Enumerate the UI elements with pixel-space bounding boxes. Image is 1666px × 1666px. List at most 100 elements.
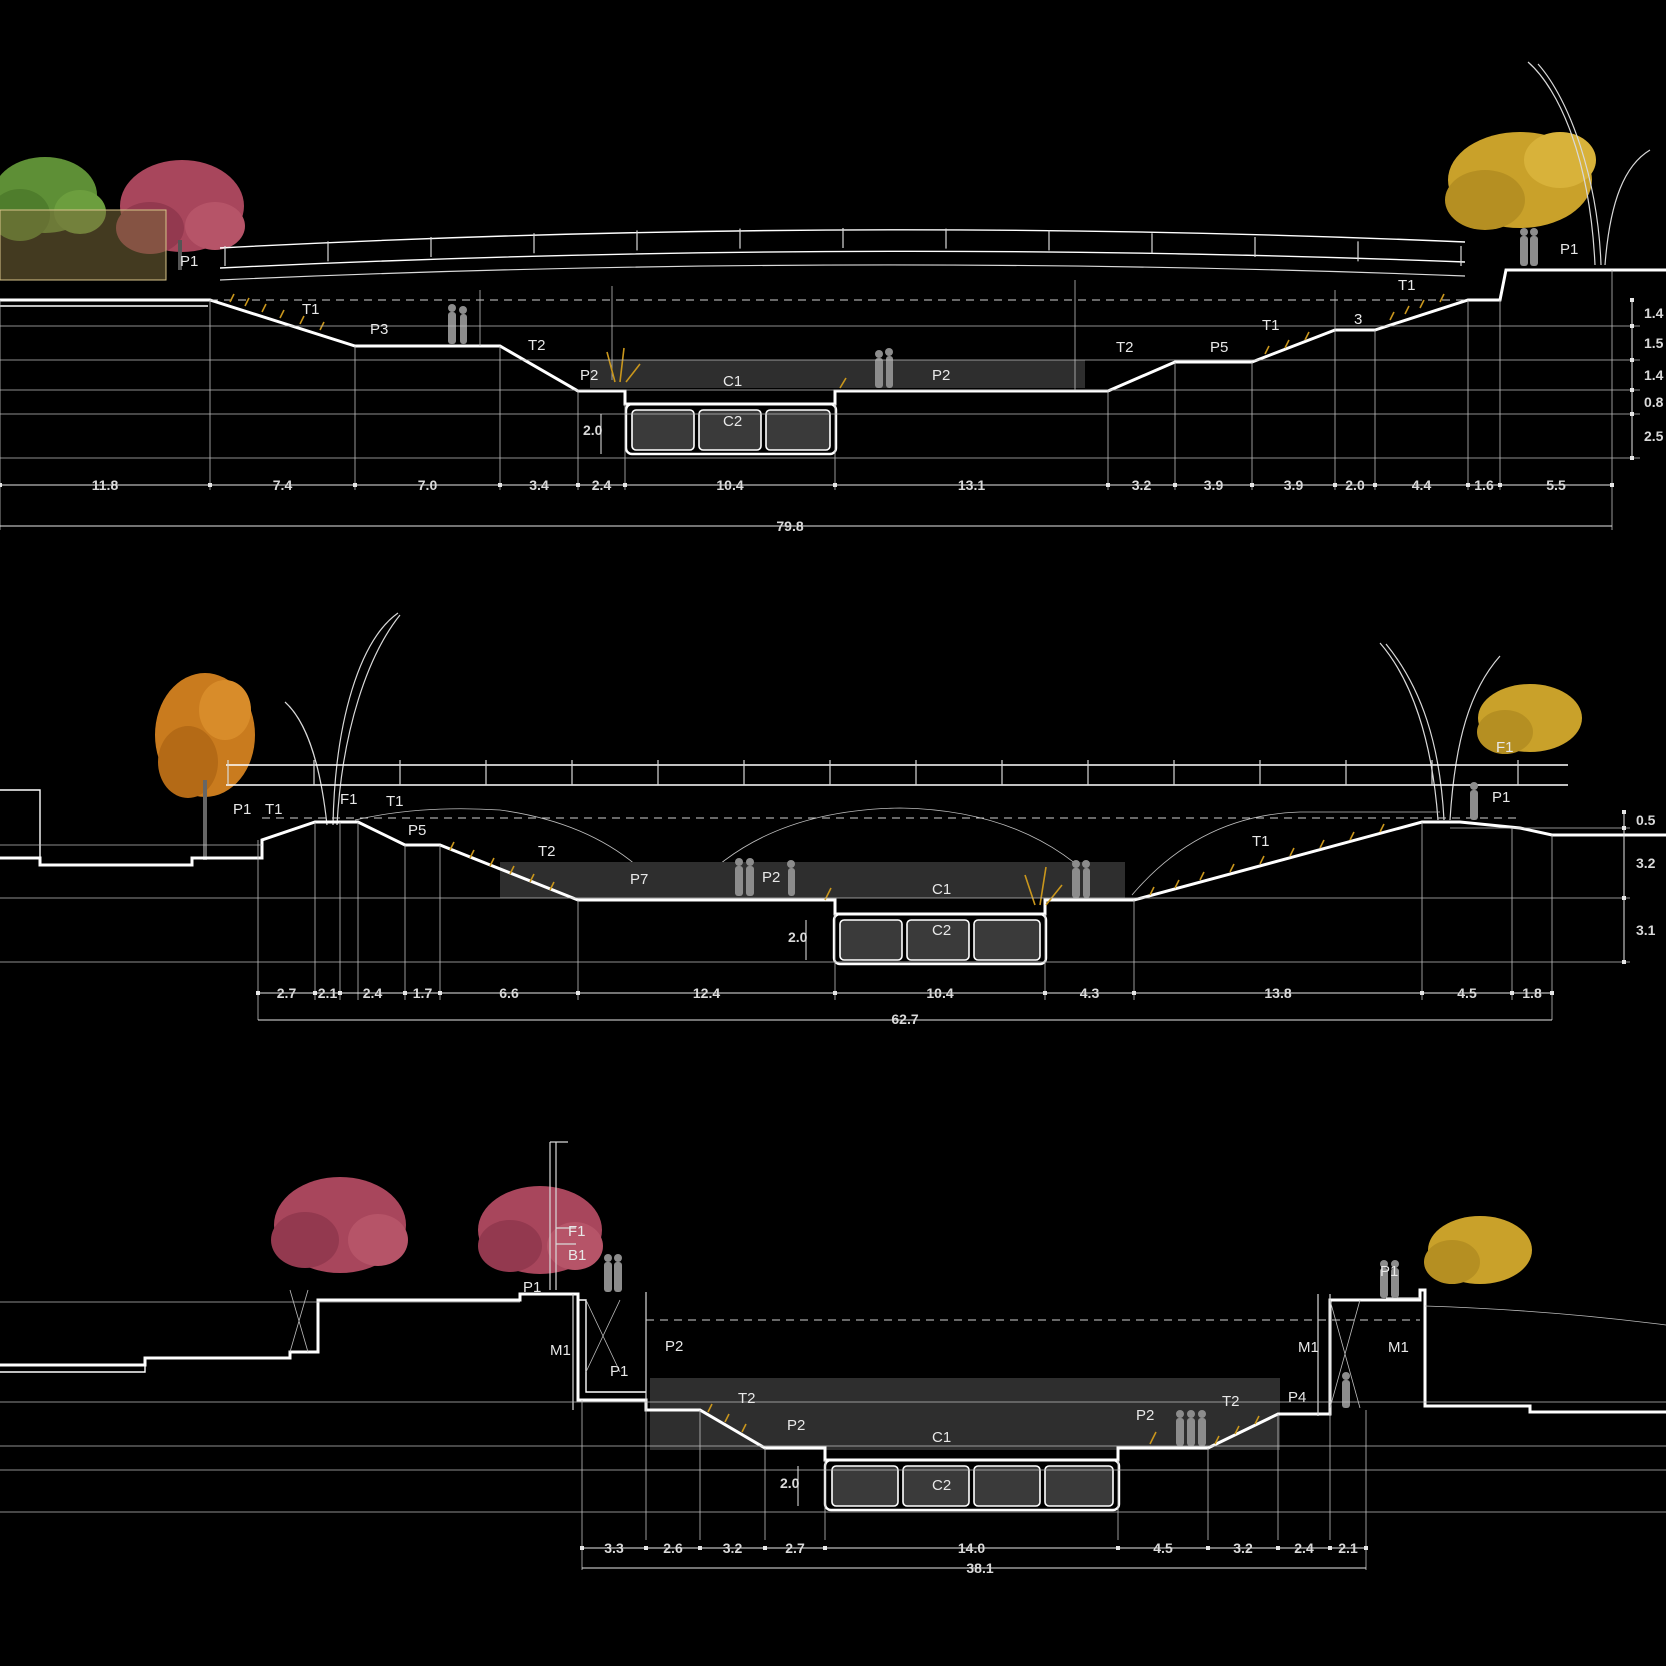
dim-s2-hdims-9: 4.5	[1457, 985, 1477, 1001]
lamp-post-right-s2	[1379, 642, 1501, 821]
box-culvert-s3	[823, 1458, 1121, 1512]
dim-s3-hdims-1: 2.6	[663, 1540, 683, 1556]
vdim-s1-vdims-2: 1.4	[1644, 367, 1664, 383]
label-b1-s3: B1	[568, 1247, 586, 1264]
box-culvert-s2	[832, 912, 1048, 966]
label-t2-right-s3: T2	[1222, 1393, 1240, 1410]
dim-s1-hdims-0: 11.8	[92, 477, 119, 493]
label-f1-left-s2: F1	[340, 791, 358, 808]
dim-s1-hdims-13: 5.5	[1546, 477, 1566, 493]
label-p1-shaft-s3: P1	[610, 1363, 628, 1380]
lamp-post-right	[1527, 61, 1651, 266]
label-p2-s2: P2	[762, 869, 780, 886]
dim-s3-hdims-8: 2.1	[1338, 1540, 1358, 1556]
section-1: P1 T1 P3 T2 P2 C1 C2 P2 T2 P5 T1 3 T1 P1…	[0, 61, 1666, 534]
section-3: F1 B1 P1 M1 P1 P2 T2 P2 C1 C2 P2 T2 P4 M…	[0, 1141, 1666, 1576]
dim-s1-hdims-10: 2.0	[1345, 477, 1365, 493]
label-t1-right-s2: T1	[1252, 833, 1270, 850]
label-p2-left: P2	[580, 367, 598, 384]
label-t1-left: T1	[302, 301, 320, 318]
dim-s3-hdims-2: 3.2	[723, 1540, 743, 1556]
dim-s3-hdims-7: 2.4	[1294, 1540, 1314, 1556]
people-s2	[735, 782, 1478, 898]
dim-s2-hdims-2: 2.4	[363, 985, 383, 1001]
dim-s1-hdims-11: 4.4	[1412, 477, 1432, 493]
label-t1-right: T1	[1398, 277, 1416, 294]
label-f1-s3: F1	[568, 1223, 586, 1240]
dim-s2-hdims-4: 6.6	[499, 985, 519, 1001]
tree-pink-left-s3	[271, 1177, 408, 1273]
label-c2-s2: C2	[932, 922, 951, 939]
label-p2-right-s3: P2	[1136, 1407, 1154, 1424]
label-p2-left-s3: P2	[787, 1417, 805, 1434]
label-t1-b-s2: T1	[386, 793, 404, 810]
label-t1-mid: T1	[1262, 317, 1280, 334]
ground-profile-s2	[0, 820, 1666, 916]
water-s2	[500, 862, 1125, 898]
label-box-height-s3: 2.0	[780, 1475, 800, 1491]
label-c2: C2	[723, 413, 742, 430]
vdim-s2-vdims-2: 3.1	[1636, 922, 1656, 938]
label-p4-s3: P4	[1288, 1389, 1306, 1406]
label-p3: P3	[370, 321, 388, 338]
ground-profile-s3	[0, 1288, 1666, 1462]
dim-s3-hdims-4: 14.0	[958, 1540, 985, 1556]
bridge-deck-s2	[226, 760, 1568, 786]
dim-s2-hdims-3: 1.7	[413, 985, 433, 1001]
label-p1-left-s2: P1	[233, 801, 251, 818]
dim-s2-hdims-0: 2.7	[277, 985, 297, 1001]
box-culvert-s1	[624, 402, 838, 456]
total-dim-s2: 62.7	[891, 1011, 918, 1027]
label-p1-left: P1	[180, 253, 198, 270]
dim-s1-hdims-9: 3.9	[1284, 477, 1304, 493]
bridge-deck	[219, 228, 1466, 281]
label-p2-upper-s3: P2	[665, 1338, 683, 1355]
label-c1: C1	[723, 373, 742, 390]
label-p2-right: P2	[932, 367, 950, 384]
tree-pink-mid-s3	[478, 1186, 603, 1274]
dim-s1-hdims-7: 3.2	[1132, 477, 1152, 493]
dim-s3-hdims-3: 2.7	[785, 1540, 805, 1556]
tree-orange-left	[155, 673, 255, 860]
label-t2-left: T2	[528, 337, 546, 354]
label-p5: P5	[1210, 339, 1228, 356]
section-2: P1 T1 F1 T1 P5 T2 P7 P2 C1 C2 T1 F1 P1 2…	[0, 612, 1666, 1027]
dim-s2-hdims-1: 2.1	[318, 985, 338, 1001]
dim-s3-hdims-0: 3.3	[604, 1540, 624, 1556]
label-m1-right-a-s3: M1	[1298, 1339, 1319, 1356]
dim-s3-hdims-6: 3.2	[1233, 1540, 1253, 1556]
tree-gold-right-s2	[1477, 684, 1582, 754]
vdim-s2-vdims-1: 3.2	[1636, 855, 1656, 871]
dim-s1-hdims-8: 3.9	[1204, 477, 1224, 493]
label-c1-s2: C1	[932, 881, 951, 898]
label-t1-left-s2: T1	[265, 801, 283, 818]
dim-s1-hdims-6: 13.1	[958, 477, 985, 493]
dim-s3-hdims-5: 4.5	[1153, 1540, 1173, 1556]
vdim-s2-vdims-0: 0.5	[1636, 812, 1656, 828]
label-three: 3	[1354, 311, 1362, 328]
label-m1-left-s3: M1	[550, 1342, 571, 1359]
label-p1-right-s3: P1	[1380, 1263, 1398, 1280]
dim-s2-hdims-8: 13.8	[1264, 985, 1291, 1001]
dim-s2-hdims-5: 12.4	[693, 985, 720, 1001]
dim-s2-hdims-6: 10.4	[926, 985, 953, 1001]
label-c2-s3: C2	[932, 1477, 951, 1494]
label-t2-s2: T2	[538, 843, 556, 860]
ground-profile-s1	[0, 268, 1666, 406]
label-p5-s2: P5	[408, 822, 426, 839]
lamp-post-left-s2	[284, 612, 401, 826]
dim-s1-hdims-2: 7.0	[418, 477, 438, 493]
vdim-s1-vdims-3: 0.8	[1644, 394, 1664, 410]
label-m1-right-b-s3: M1	[1388, 1339, 1409, 1356]
dim-s2-hdims-7: 4.3	[1080, 985, 1100, 1001]
label-p1-right-s2: P1	[1492, 789, 1510, 806]
dim-s1-hdims-12: 1.6	[1474, 477, 1494, 493]
vdim-s1-vdims-4: 2.5	[1644, 428, 1664, 444]
water-s3	[650, 1378, 1280, 1450]
label-f1-right-s2: F1	[1496, 739, 1514, 756]
label-p1-right: P1	[1560, 241, 1578, 258]
label-p7-s2: P7	[630, 871, 648, 888]
label-c1-s3: C1	[932, 1429, 951, 1446]
label-box-height-s2: 2.0	[788, 929, 808, 945]
